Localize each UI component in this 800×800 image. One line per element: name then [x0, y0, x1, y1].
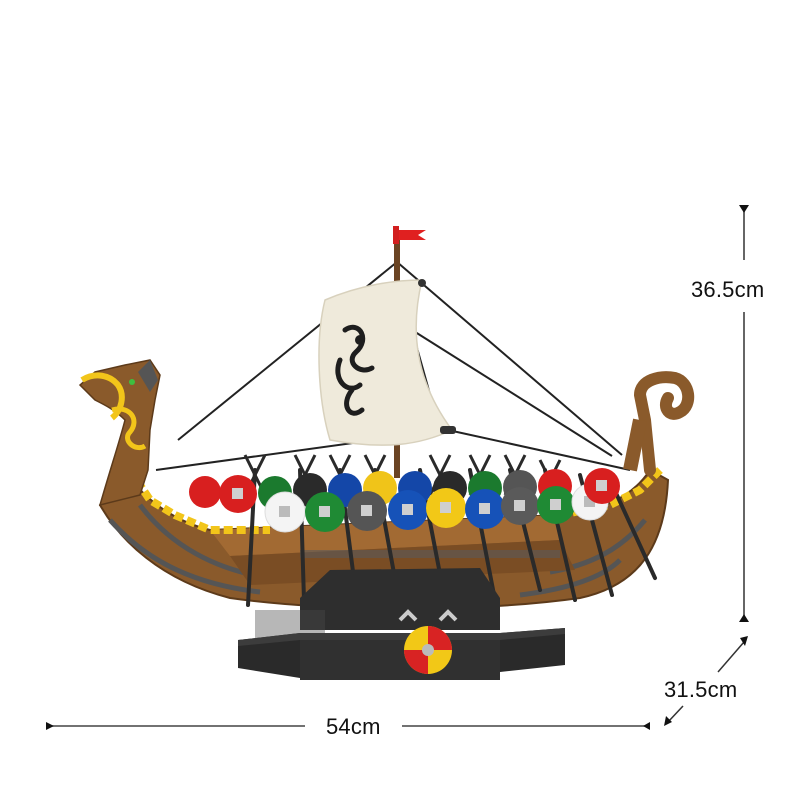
- depth-dimension-line: [667, 641, 745, 723]
- stand-shield: [398, 609, 458, 674]
- width-arrow-right: [643, 722, 650, 730]
- height-arrow-top: [739, 205, 749, 213]
- width-dimension-label: 54cm: [326, 714, 381, 739]
- depth-arrow-bottom: [664, 716, 672, 726]
- dragon-head-prow: [78, 359, 161, 507]
- depth-arrow-top: [740, 636, 748, 646]
- stern-scroll: [623, 371, 695, 476]
- depth-dimension-label: 31.5cm: [664, 677, 738, 702]
- sail: [318, 279, 456, 446]
- height-arrow-bottom: [739, 614, 749, 622]
- pennant-flag: [393, 226, 426, 244]
- shields-front-row: [219, 468, 620, 533]
- width-arrow-left: [46, 722, 54, 730]
- height-dimension-label: 36.5cm: [691, 277, 765, 302]
